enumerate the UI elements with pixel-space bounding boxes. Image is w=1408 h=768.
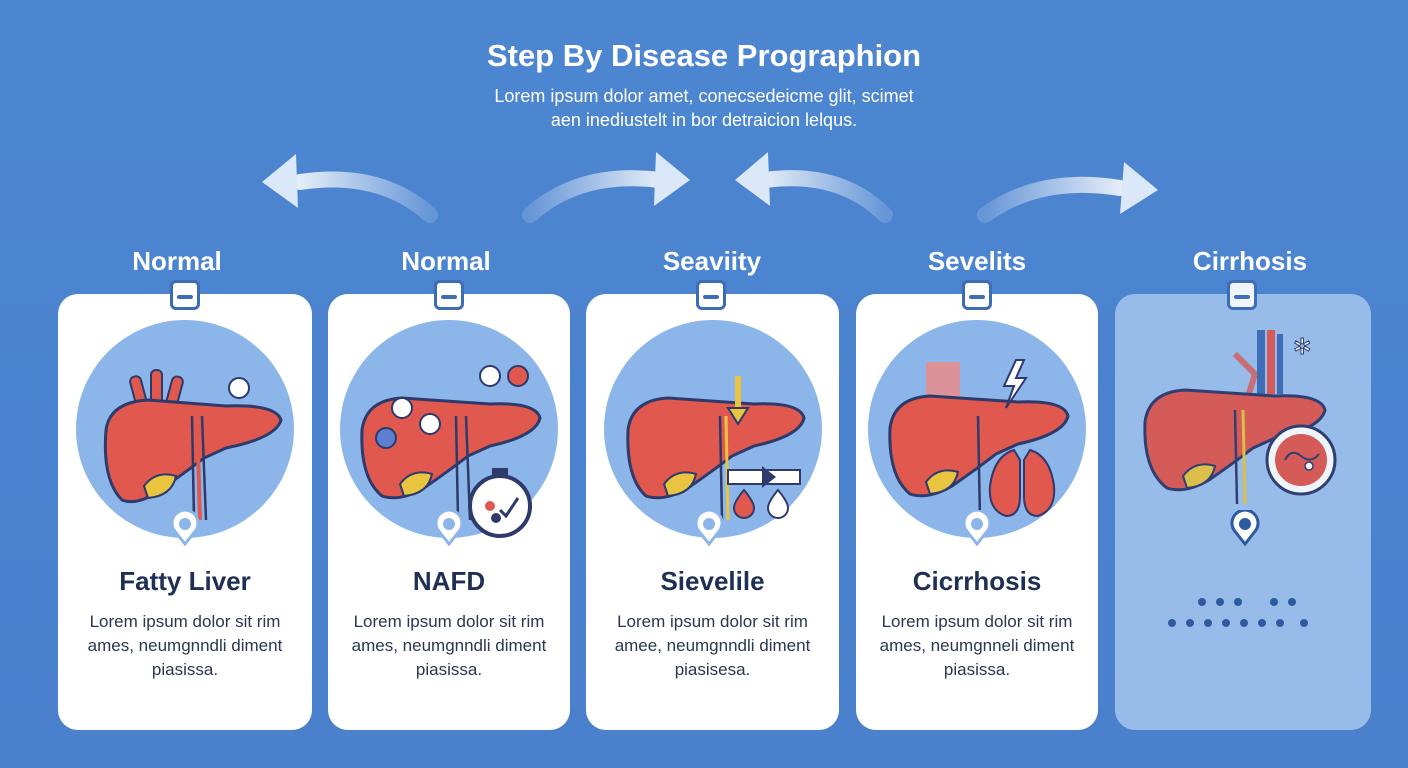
liver-icon [888,359,1070,521]
droplet-icon [732,488,790,519]
stage-card-cirrhosis-final[interactable]: ✲ [1115,280,1371,730]
curved-arrow-icon [522,152,690,223]
illustration-circle [604,320,822,538]
card-title-2: NAFD [412,566,486,596]
card-desc-4: Lorem ipsum dolor sit rim ames, neumgnne… [856,610,1098,682]
card-desc-2-line-2: ames, neumgnndli diment [351,636,547,655]
curved-arrow-icon [262,154,438,223]
card-desc-3: Lorem ipsum dolor sit rim amee, neumgnnd… [586,610,839,682]
svg-text:✲: ✲ [1293,334,1311,359]
fibrosis-lens-icon [1265,424,1337,496]
tab-clip-icon [962,280,992,310]
illustration-circle [340,320,558,538]
location-pin-icon [1230,508,1260,547]
card-desc-2-line-3: piasissa. [415,660,483,679]
liver-icon [360,365,542,538]
tab-clip-icon [170,280,200,310]
card-desc-1-line-3: piasissa. [151,660,219,679]
card-desc-4-line-1: Lorem ipsum dolor sit rim [881,612,1073,631]
progression-arrows [262,152,1158,223]
location-pin-icon [962,508,992,547]
subtitle-line-1: Lorem ipsum dolor amet, conecsedeicme gl… [494,86,914,106]
card-desc-2: Lorem ipsum dolor sit rim ames, neumgnnd… [328,610,570,682]
tab-clip-icon [1227,280,1257,310]
illustration-circle [868,320,1086,538]
card-title-1: Fatty Liver [119,566,251,596]
location-pin-icon [170,508,200,547]
location-pin-icon [434,508,464,547]
card-desc-1-line-2: ames, neumgnndli diment [87,636,283,655]
page-subtitle: Lorem ipsum dolor amet, conecsedeicme gl… [0,84,1408,132]
stopwatch-icon [468,468,532,538]
tab-clip-icon [434,280,464,310]
stage-label-2: Normal [401,246,491,276]
subtitle-line-2: aen inediustelt in bor detraicion lelqus… [550,110,858,130]
card-desc-4-line-2: ames, neumgnneli diment [879,636,1075,655]
curved-arrow-icon [977,162,1158,223]
card-desc-4-line-3: piasissa. [943,660,1011,679]
stage-label-5: Cirrhosis [1192,246,1308,276]
card-desc-3-line-2: amee, neumgnndli diment [614,636,811,655]
stage-card-fatty-liver[interactable] [58,280,312,730]
stage-label-3: Seaviity [662,246,762,276]
arrow-down-icon [726,376,750,426]
location-pin-icon [694,508,724,547]
stage-label-4: Sevelits [927,246,1027,276]
card-desc-3-line-1: Lorem ipsum dolor sit rim [617,612,808,631]
liver-icon: ✲ [1143,330,1337,505]
lightning-icon [1002,359,1028,409]
lungs-icon [988,448,1056,518]
card-desc-2-line-1: Lorem ipsum dolor sit rim [353,612,545,631]
curved-arrow-icon [735,152,893,223]
liver-icon [103,369,283,521]
page-title: Step By Disease Prographion [486,38,922,73]
stage-label-1: Normal [132,246,222,276]
card-desc-1: Lorem ipsum dolor sit rim ames, neumgnnd… [58,610,312,682]
card-title-4: Cicrrhosis [912,566,1042,596]
card-desc-1-line-1: Lorem ipsum dolor sit rim [89,612,281,631]
card-title-3: Sievelile [660,566,765,596]
liver-icon [626,376,806,521]
card-desc-3-line-3: piasisesa. [674,660,751,679]
placeholder-dots [1168,598,1308,627]
illustration-circle [76,320,294,538]
tab-clip-icon [696,280,726,310]
